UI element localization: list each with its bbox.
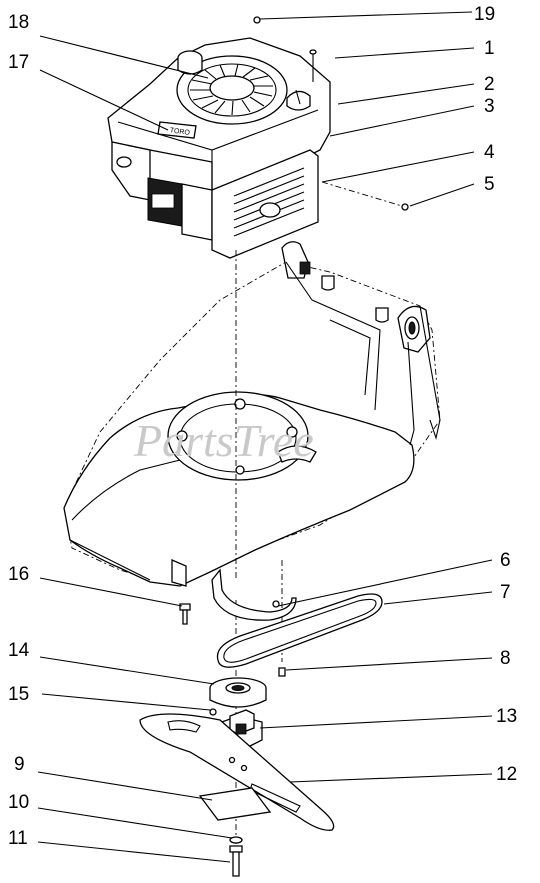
svg-text:TORO: TORO <box>169 127 190 137</box>
callout-5: 5 <box>484 174 495 195</box>
engine-assembly: TORO <box>107 16 409 259</box>
callout-18: 18 <box>8 12 29 33</box>
blade-stiffener <box>198 787 272 821</box>
leader-lines <box>37 11 493 863</box>
callout-1: 1 <box>484 38 495 59</box>
callout-16: 16 <box>8 564 29 585</box>
callout-9: 9 <box>14 754 25 775</box>
callout-labels: 19 1 2 3 4 5 6 7 8 13 12 18 17 16 14 15 … <box>8 4 517 849</box>
callout-13: 13 <box>496 706 517 727</box>
callout-17: 17 <box>8 52 29 73</box>
callout-2: 2 <box>484 74 495 95</box>
callout-4: 4 <box>484 142 495 163</box>
blade-pulley <box>209 677 267 708</box>
watermark: PartsTree <box>133 415 314 466</box>
drive-belt <box>216 593 383 668</box>
callout-15: 15 <box>8 684 29 705</box>
screw-15 <box>209 708 217 716</box>
baffle-bracket <box>211 568 297 621</box>
callout-11: 11 <box>8 828 28 849</box>
callout-12: 12 <box>496 764 517 785</box>
callout-7: 7 <box>500 582 511 603</box>
callout-8: 8 <box>500 648 511 669</box>
blade-bolt <box>229 845 243 877</box>
callout-3: 3 <box>484 96 495 117</box>
blade-washer <box>229 836 243 844</box>
callout-19: 19 <box>474 4 495 25</box>
mower-deck <box>63 241 441 587</box>
callout-6: 6 <box>500 550 511 571</box>
callout-10: 10 <box>8 792 29 813</box>
callout-14: 14 <box>8 640 30 661</box>
mower-blade <box>139 713 335 831</box>
bolt-16 <box>179 603 191 625</box>
screw-8 <box>278 667 286 677</box>
